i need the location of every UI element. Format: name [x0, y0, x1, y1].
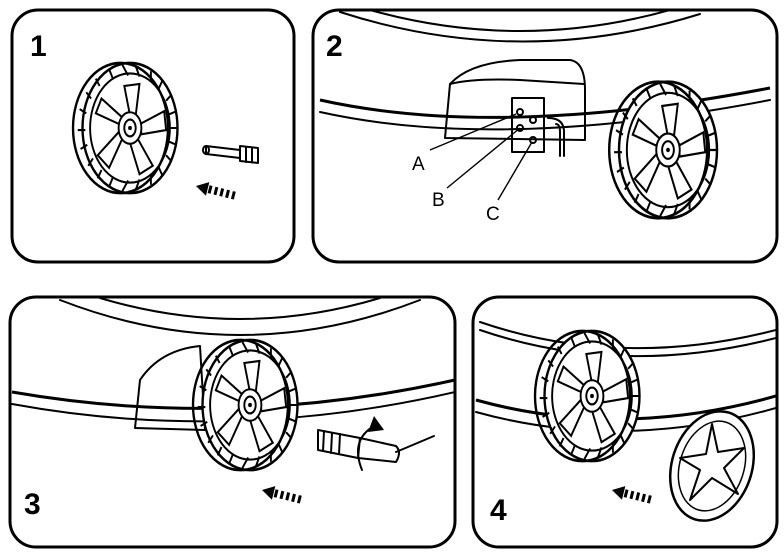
label-a: A: [412, 154, 425, 175]
step-number-4: 4: [490, 494, 507, 527]
step-number-3: 3: [24, 488, 41, 521]
step-number-1: 1: [30, 30, 47, 63]
label-c: C: [486, 204, 500, 225]
step-2-panel: A B C: [311, 8, 779, 264]
label-b: B: [432, 190, 445, 211]
step-3-panel: 3: [8, 295, 457, 549]
step-1-panel: 1: [10, 8, 296, 264]
rotate-arrow-icon: [368, 416, 384, 432]
step-4-panel: 4: [471, 295, 779, 549]
step-number-2: 2: [326, 30, 343, 63]
axle-bolt: [202, 145, 259, 164]
hubcap: [668, 410, 756, 522]
